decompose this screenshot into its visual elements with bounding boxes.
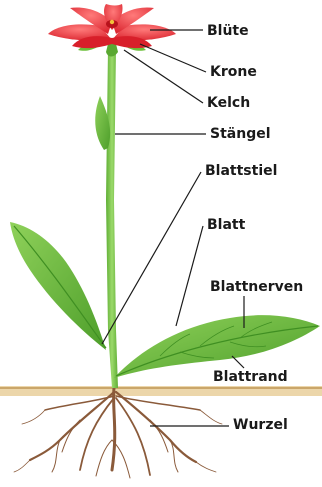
leader-kelch — [124, 50, 203, 103]
stem — [106, 48, 118, 388]
label-blattrand: Blattrand — [213, 369, 288, 385]
label-blattnerven: Blattnerven — [210, 279, 303, 295]
label-staengel: Stängel — [210, 126, 271, 142]
roots — [14, 388, 222, 478]
left-leaf — [10, 222, 106, 350]
leader-blatt — [176, 226, 203, 326]
label-bluete: Blüte — [207, 23, 249, 39]
label-krone: Krone — [210, 64, 257, 80]
label-blatt: Blatt — [207, 217, 245, 233]
leader-blattstiel — [102, 172, 201, 344]
soil — [0, 386, 322, 396]
leader-blattrand — [232, 356, 244, 368]
label-wurzel: Wurzel — [233, 417, 288, 433]
label-blattstiel: Blattstiel — [205, 163, 277, 179]
label-kelch: Kelch — [207, 95, 250, 111]
flower — [48, 4, 176, 48]
